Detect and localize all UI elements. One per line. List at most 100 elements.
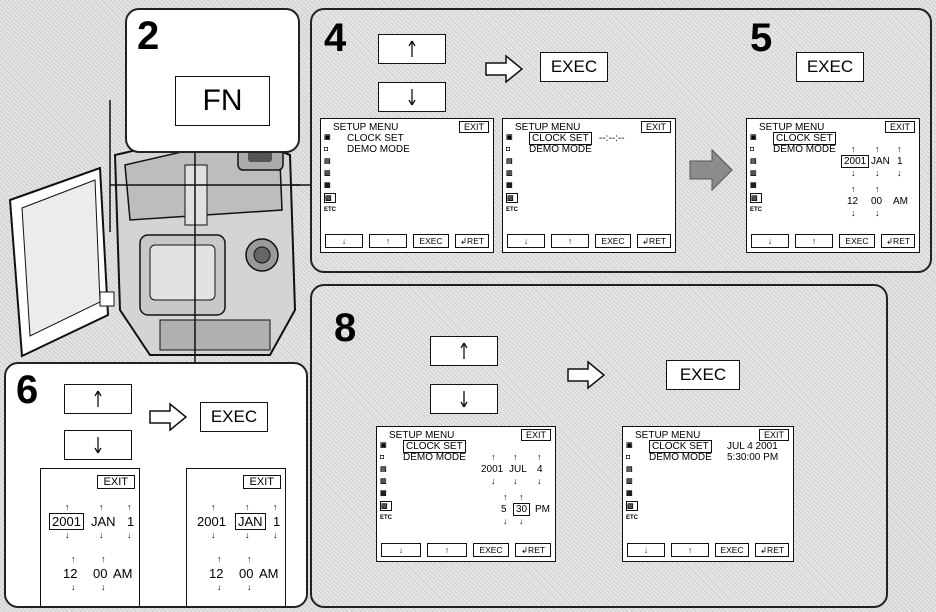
menu-item-clock-set[interactable]: CLOCK SET (347, 133, 404, 144)
year-value[interactable]: 2001 (841, 155, 870, 168)
month-value[interactable]: JAN (235, 513, 266, 530)
minute-value[interactable]: 00 (871, 196, 883, 207)
menu-title: SETUP MENU (333, 122, 399, 133)
day-value[interactable]: 1 (273, 514, 281, 529)
down-button[interactable] (64, 430, 132, 460)
exec-button[interactable]: EXEC (200, 402, 268, 432)
hollow-right-arrow-icon (567, 360, 606, 390)
month-value[interactable]: JAN (871, 156, 890, 167)
ampm-value[interactable]: AM (259, 566, 279, 581)
footer-up-button[interactable]: ↑ (427, 543, 467, 557)
footer-ret-button[interactable]: ↲RET (755, 543, 789, 557)
down-arrow-icon (460, 391, 468, 408)
menu-item-demo-mode[interactable]: DEMO MODE (403, 452, 466, 463)
menu-icons: ▣◘▤▥▦▧ETC (380, 442, 392, 521)
footer-down-button[interactable]: ↓ (325, 234, 363, 248)
minute-value[interactable]: 30 (513, 503, 531, 516)
menu-icons: ▣◘▤▥▦▧ETC (750, 134, 762, 213)
ampm-value[interactable]: PM (535, 504, 550, 515)
up-button[interactable] (430, 336, 498, 366)
day-value[interactable]: 4 (537, 464, 543, 475)
footer-ret-button[interactable]: ↲RET (881, 234, 915, 248)
footer-ret-button[interactable]: ↲RET (515, 543, 551, 557)
exec-button[interactable]: EXEC (666, 360, 740, 390)
ampm-value[interactable]: AM (113, 566, 133, 581)
footer-ret-button[interactable]: ↲RET (637, 234, 671, 248)
up-arrow-icon (94, 390, 102, 407)
step-number-8: 8 (334, 306, 357, 350)
down-button[interactable] (430, 384, 498, 414)
screen-footer: ↓ ↑ EXEC ↲RET (507, 234, 671, 248)
down-arrow-icon (408, 89, 416, 106)
day-value[interactable]: 1 (127, 514, 135, 529)
screen-footer: ↓ ↑ EXEC ↲RET (751, 234, 915, 248)
exit-button[interactable]: EXIT (758, 429, 789, 441)
camcorder-illustration (8, 128, 297, 358)
minute-value[interactable]: 00 (239, 566, 254, 581)
minute-value[interactable]: 00 (93, 566, 108, 581)
month-value[interactable]: JUL (509, 464, 527, 475)
step-2-panel: 2 FN (125, 8, 300, 153)
footer-up-button[interactable]: ↑ (671, 543, 709, 557)
footer-ret-button[interactable]: ↲RET (455, 234, 489, 248)
footer-down-button[interactable]: ↓ (507, 234, 545, 248)
year-value[interactable]: 2001 (481, 464, 504, 475)
exit-button[interactable]: EXIT (640, 121, 671, 133)
fn-button[interactable]: FN (175, 76, 270, 126)
exec-button[interactable]: EXEC (540, 52, 608, 82)
screen-footer: ↓ ↑ EXEC ↲RET (381, 543, 551, 557)
footer-up-button[interactable]: ↑ (795, 234, 833, 248)
zoom-screen-right: EXIT ↑ ↑ ↑ 2001 JAN 1 ↓ ↓ ↓ ↑ ↑ 12 00 AM… (186, 468, 286, 606)
menu-item-clock-set-selected[interactable]: CLOCK SET (649, 440, 712, 453)
day-value[interactable]: 1 (897, 156, 903, 167)
menu-item-demo-mode[interactable]: DEMO MODE (649, 452, 712, 463)
menu-item-clock-set-selected[interactable]: CLOCK SET (529, 132, 592, 145)
footer-down-button[interactable]: ↓ (381, 543, 421, 557)
exit-button[interactable]: EXIT (520, 429, 551, 441)
step-number-6: 6 (16, 368, 39, 412)
footer-exec-button[interactable]: EXEC (839, 234, 875, 248)
menu-title: SETUP MENU (759, 122, 825, 133)
month-value[interactable]: JAN (91, 514, 116, 529)
lcd-screen-b: SETUP MENU EXIT ▣◘▤▥▦▧ETC CLOCK SET --:-… (502, 118, 676, 253)
step-4-5-panel: 4 EXEC 5 EXEC SETUP MENU EXIT ▣◘▤▥▦▧ETC … (310, 8, 932, 273)
footer-exec-button[interactable]: EXEC (715, 543, 749, 557)
menu-item-demo-mode[interactable]: DEMO MODE (529, 144, 592, 155)
menu-title: SETUP MENU (635, 430, 701, 441)
footer-down-button[interactable]: ↓ (627, 543, 665, 557)
up-arrow-icon (460, 342, 468, 359)
step-number-2: 2 (137, 14, 160, 58)
hour-value[interactable]: 5 (501, 504, 507, 515)
menu-item-clock-set-selected[interactable]: CLOCK SET (403, 440, 466, 453)
lcd-screen-e: SETUP MENU EXIT ▣◘▤▥▦▧ETC CLOCK SET DEMO… (622, 426, 794, 562)
menu-item-clock-set-selected[interactable]: CLOCK SET (773, 132, 836, 145)
footer-exec-button[interactable]: EXEC (413, 234, 449, 248)
ampm-value[interactable]: AM (893, 196, 908, 207)
up-button[interactable] (378, 34, 446, 64)
year-value[interactable]: 2001 (197, 514, 226, 529)
exit-button[interactable]: EXIT (96, 475, 135, 489)
clock-blank-value: --:--:-- (599, 133, 625, 144)
up-arrow-icon (408, 40, 416, 57)
exit-button[interactable]: EXIT (458, 121, 489, 133)
down-button[interactable] (378, 82, 446, 112)
footer-up-button[interactable]: ↑ (369, 234, 407, 248)
menu-item-demo-mode[interactable]: DEMO MODE (773, 144, 836, 155)
menu-item-demo-mode[interactable]: DEMO MODE (347, 144, 410, 155)
hour-value[interactable]: 12 (847, 196, 859, 207)
footer-up-button[interactable]: ↑ (551, 234, 589, 248)
hour-value[interactable]: 12 (209, 566, 224, 581)
year-value[interactable]: 2001 (49, 513, 84, 530)
footer-exec-button[interactable]: EXEC (595, 234, 631, 248)
footer-down-button[interactable]: ↓ (751, 234, 789, 248)
exec-button-step5[interactable]: EXEC (796, 52, 864, 82)
menu-icons: ▣◘▤▥▦▧ETC (324, 134, 336, 213)
hour-value[interactable]: 12 (63, 566, 78, 581)
up-button[interactable] (64, 384, 132, 414)
exit-button[interactable]: EXIT (242, 475, 281, 489)
exit-button[interactable]: EXIT (884, 121, 915, 133)
next-arrow-icon (689, 148, 733, 192)
footer-exec-button[interactable]: EXEC (473, 543, 509, 557)
